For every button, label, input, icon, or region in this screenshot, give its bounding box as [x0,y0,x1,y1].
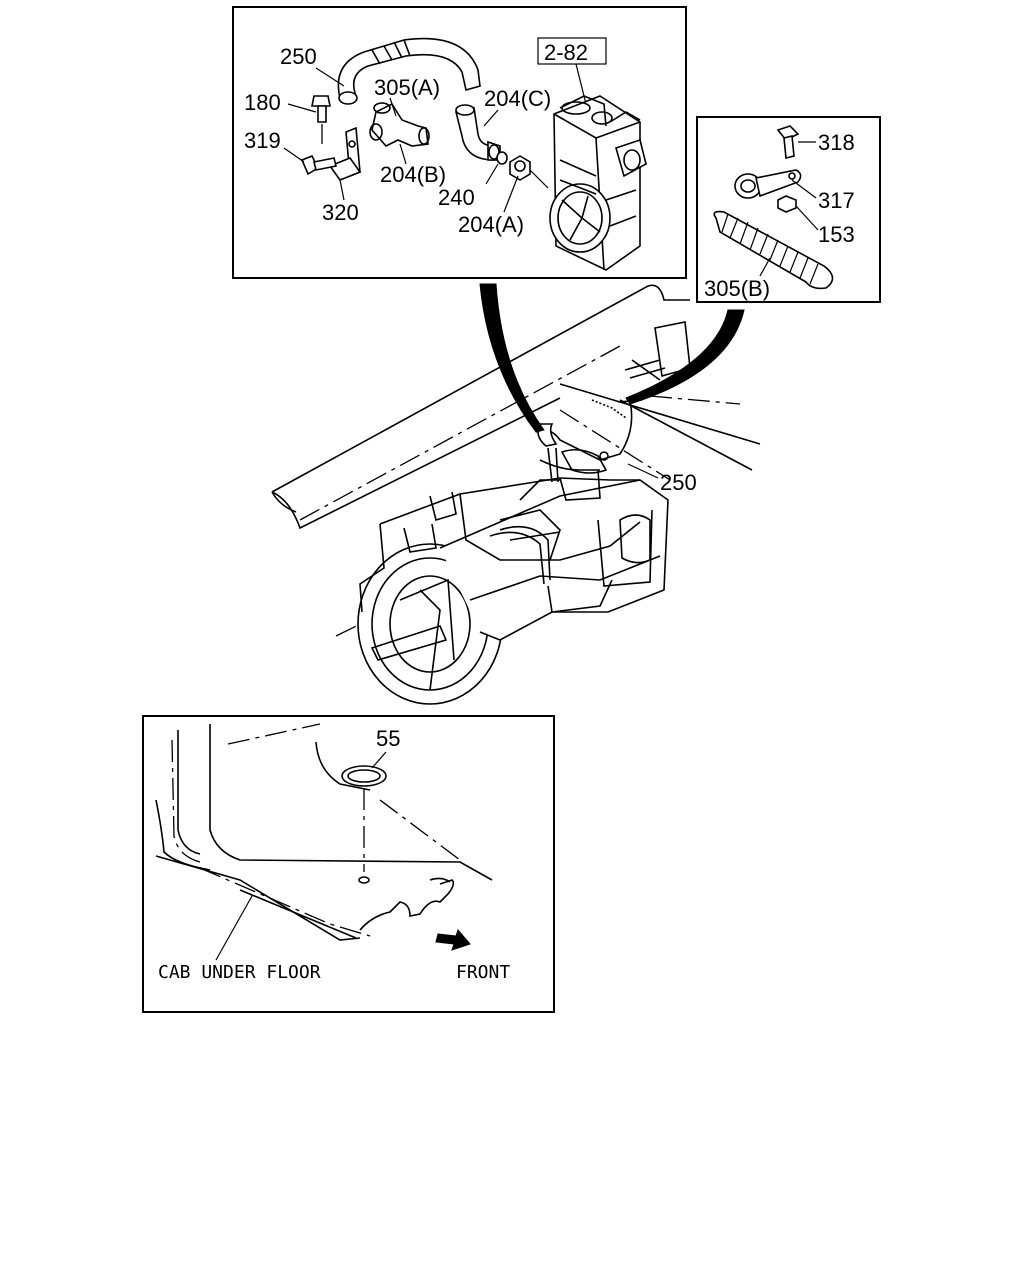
label-204c: 204(C) [484,86,551,111]
label-317: 317 [818,188,855,213]
bracket-320-illustration [328,126,362,181]
label-305b: 305(B) [704,276,770,301]
tee-204b-illustration [369,102,430,147]
label-319: 319 [244,128,281,153]
reference-box [537,37,607,65]
clamp-317-illustration [734,169,802,199]
label-180: 180 [244,90,281,115]
bolt-319-illustration [300,154,337,176]
label-318: 318 [818,130,855,155]
front-label: FRONT [456,962,510,983]
hose-305a-illustration [337,37,481,105]
washer-240-illustration [496,151,508,165]
front-arrow-icon [435,929,471,951]
hose-305b-illustration [713,210,834,290]
bolt-180-illustration [311,95,331,144]
reference-box-label: 2-82 [544,40,588,65]
valve-body-illustration [549,95,647,271]
label-250: 250 [280,44,317,69]
cab-under-floor-label: CAB UNDER FLOOR [158,962,321,983]
label-305a: 305(A) [374,75,440,100]
leader-right-inset [625,309,745,405]
leader-main-inset [479,283,545,433]
label-55: 55 [376,726,400,751]
right-inset: 318 317 153 305(B) [696,116,881,303]
label-240: 240 [438,185,475,210]
cab-inset: 55 CAB UNDER FLOOR FRONT [142,715,555,1013]
nut-153-illustration [777,195,797,213]
label-204a: 204(A) [458,212,524,237]
transmission-assembly [271,284,761,705]
main-inset: 2-82 [232,6,687,279]
bolt-318-illustration [776,125,800,160]
label-153: 153 [818,222,855,247]
label-320: 320 [322,200,359,225]
nut-204a-illustration [509,155,549,189]
label-204b: 204(B) [380,162,446,187]
label-250-assembly: 250 [660,470,697,495]
